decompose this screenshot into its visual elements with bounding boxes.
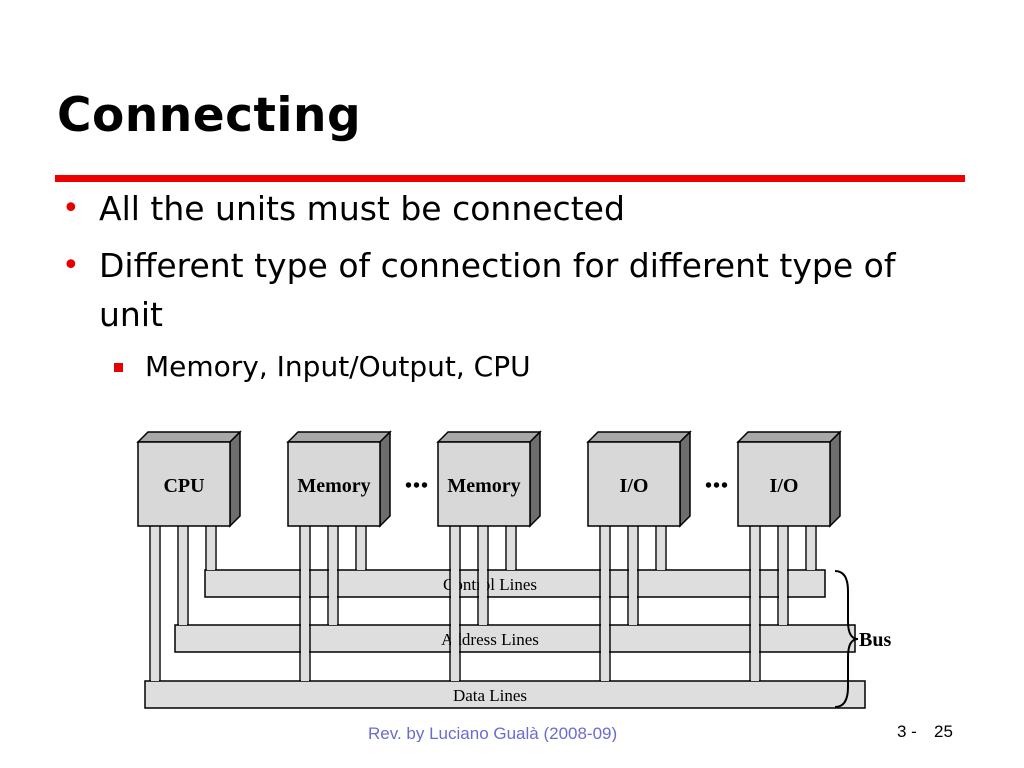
square-bullet-icon <box>114 363 123 372</box>
connector-lane <box>179 526 187 625</box>
ellipsis: ••• <box>705 475 729 497</box>
bullet-text: All the units must be connected <box>99 189 625 228</box>
module-label: CPU <box>163 475 204 497</box>
bullet-item: • All the units must be connected <box>62 184 962 233</box>
bus-label: Bus <box>859 629 891 651</box>
sub-bullet-item: Memory, Input/Output, CPU <box>62 347 962 387</box>
control-lines-band: Control Lines <box>204 569 826 598</box>
footer-credit: Rev. by Luciano Gualà (2008-09) <box>368 724 618 743</box>
connector-lane <box>779 526 787 625</box>
connector-lane <box>751 526 759 681</box>
connector-lane <box>629 526 637 625</box>
data-lines-band: Data Lines <box>144 680 866 709</box>
ellipsis: ••• <box>405 475 429 497</box>
connector-lane <box>451 526 459 681</box>
connector-lane <box>601 526 609 681</box>
connector-lane <box>807 526 815 570</box>
module-label: I/O <box>770 475 799 497</box>
module-cpu: CPU <box>136 430 242 528</box>
connector-lane <box>507 526 515 570</box>
slide-title: Connecting <box>57 88 362 143</box>
module-memory: Memory <box>436 430 542 528</box>
module-io: I/O <box>736 430 842 528</box>
module-label: I/O <box>620 475 649 497</box>
bullet-list: • All the units must be connected • Diff… <box>62 184 962 387</box>
data-lines-label: Data Lines <box>453 686 527 705</box>
connector-lane <box>301 526 309 681</box>
connector-lane <box>479 526 487 625</box>
sub-bullet-text: Memory, Input/Output, CPU <box>145 350 531 383</box>
title-divider <box>55 175 965 182</box>
module-memory: Memory <box>286 430 392 528</box>
module-io: I/O <box>586 430 692 528</box>
module-label: Memory <box>447 475 520 497</box>
bus-brace-icon <box>834 570 859 708</box>
address-lines-label: Address Lines <box>441 630 539 649</box>
address-lines-band: Address Lines <box>174 624 856 653</box>
page-prefix: 3 - <box>897 722 917 741</box>
connector-lane <box>207 526 215 570</box>
bus-diagram: Data Lines Address Lines Control Lines C… <box>136 430 891 709</box>
bullet-item: • Different type of connection for diffe… <box>62 241 962 339</box>
page-number: 25 <box>934 722 953 741</box>
connector-lane <box>357 526 365 570</box>
bullet-dot-icon: • <box>62 191 80 226</box>
footer-mask <box>355 742 675 768</box>
control-lines-label: Control Lines <box>443 575 537 594</box>
module-label: Memory <box>297 475 370 497</box>
bullet-text: Different type of connection for differe… <box>99 246 896 334</box>
connector-lane <box>151 526 159 681</box>
bullet-dot-icon: • <box>62 248 80 283</box>
module-bus-connectors <box>149 526 817 681</box>
connector-lane <box>329 526 337 625</box>
connector-lane <box>657 526 665 570</box>
